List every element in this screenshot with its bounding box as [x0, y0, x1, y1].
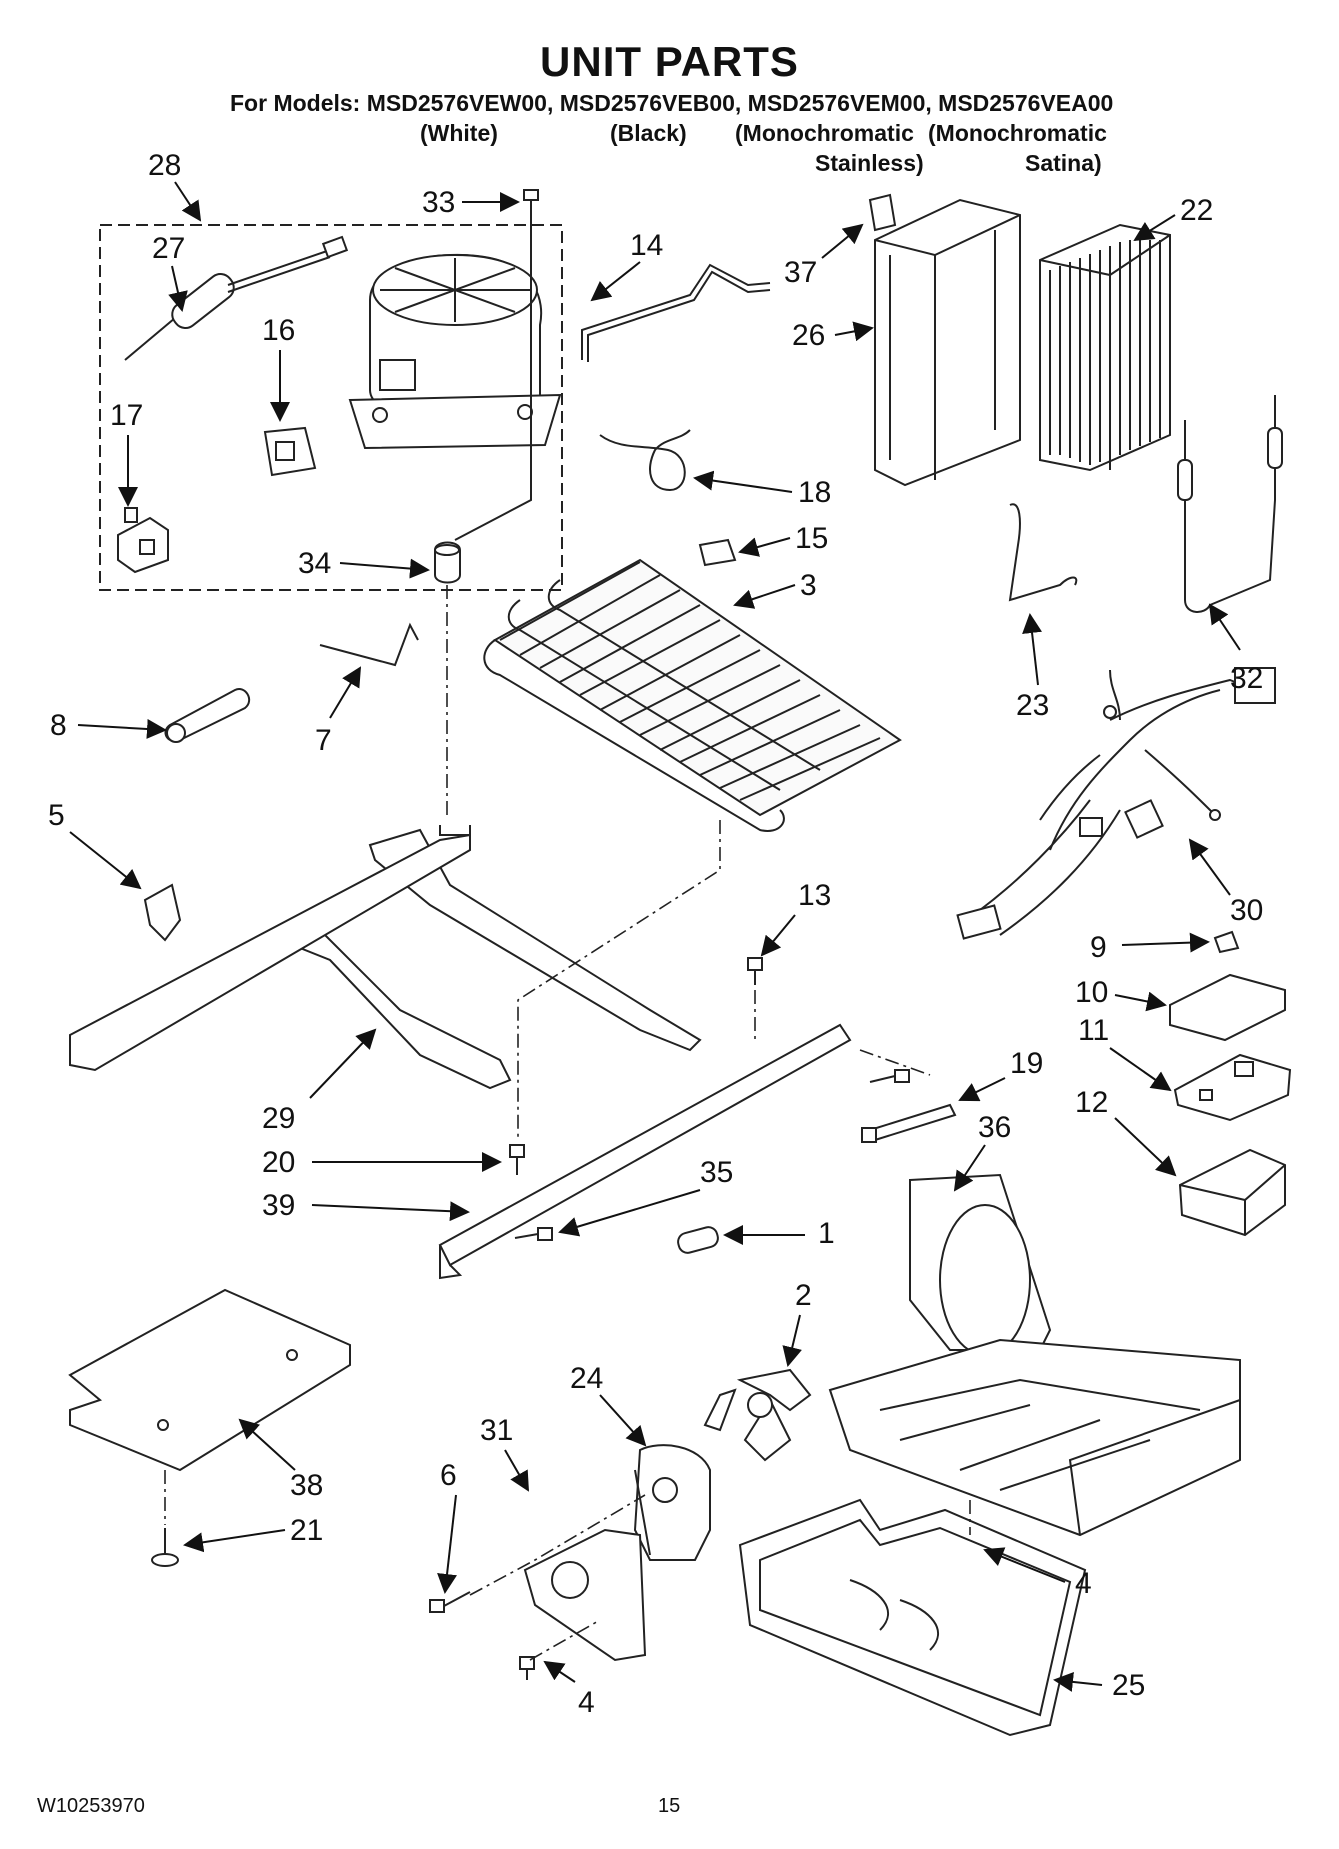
callout-9: 9 [1090, 931, 1107, 964]
compressor-lead-line [454, 225, 532, 541]
compartment-base-part [828, 1338, 1241, 1537]
callout-32: 32 [1230, 662, 1263, 695]
callout-33: 33 [422, 186, 455, 219]
screw-20-part [509, 1144, 525, 1175]
callout-5: 5 [48, 799, 65, 832]
tube-18-part [599, 429, 691, 492]
callout-30: 30 [1230, 894, 1263, 927]
clip-37-part [868, 193, 897, 232]
crossmember-frame-part [69, 825, 471, 1072]
rail-29-part [276, 828, 702, 1090]
callout-15: 15 [795, 522, 828, 555]
callout-27: 27 [152, 232, 185, 265]
callout-18: 18 [798, 476, 831, 509]
wire-7-part [319, 622, 419, 667]
grommet-1-part [677, 1226, 719, 1254]
variant-stainless-line2: Stainless) [815, 150, 924, 176]
tube-assembly-32-part [1177, 395, 1283, 613]
fan-motor-part [633, 1444, 711, 1561]
callout-2: 2 [795, 1279, 812, 1312]
variant-satina-line2: Satina) [1025, 150, 1102, 176]
callout-7: 7 [315, 724, 332, 757]
callout-29: 29 [262, 1102, 295, 1135]
control-box-part [1178, 1148, 1286, 1237]
document-number: W10253970 [37, 1795, 145, 1817]
callout-6: 6 [440, 1459, 457, 1492]
tube-14-part [581, 263, 771, 360]
control-board-part [1173, 1053, 1292, 1122]
callout-11: 11 [1078, 1014, 1109, 1047]
variant-black: (Black) [610, 120, 687, 146]
callout-3: 3 [800, 569, 817, 602]
callout-34: 34 [298, 547, 331, 580]
screw-frame-part [869, 1069, 910, 1083]
grommet-part [434, 541, 461, 584]
callout-36: 36 [978, 1111, 1011, 1144]
condenser-part [1039, 223, 1171, 472]
callout-22: 22 [1180, 194, 1213, 227]
callout-21: 21 [290, 1514, 323, 1547]
condenser-shroud-part [874, 198, 1021, 487]
callout-23: 23 [1016, 689, 1049, 722]
variant-white: (White) [420, 120, 498, 146]
callout-20: 20 [262, 1146, 295, 1179]
callout-38: 38 [290, 1469, 323, 1502]
evaporator-part [483, 558, 902, 832]
screw-33-part [523, 189, 539, 225]
callout-4-bottom: 4 [578, 1686, 595, 1719]
callout-17: 17 [110, 399, 143, 432]
callout-31: 31 [480, 1414, 513, 1447]
screw-35-part [514, 1227, 553, 1241]
callout-24: 24 [570, 1362, 603, 1395]
cable-tie-part [861, 1103, 957, 1143]
control-cover-part [1169, 973, 1286, 1042]
callout-28: 28 [148, 149, 181, 182]
fan-blade-part [703, 1368, 812, 1462]
insulation-tube-8-part [164, 688, 251, 743]
callout-13: 13 [798, 879, 831, 912]
insulation-pad-part [68, 1288, 351, 1472]
filter-drier-part [124, 235, 349, 361]
callout-4-right: 4 [1075, 1567, 1092, 1600]
motor-bracket-part [523, 1528, 647, 1662]
wire-harness-part [956, 667, 1276, 940]
clip-9-part [1213, 930, 1240, 954]
models-line: For Models: MSD2576VEW00, MSD2576VEB00, … [230, 90, 1114, 116]
callout-25: 25 [1112, 1669, 1145, 1702]
relay-part [263, 426, 317, 477]
callout-19: 19 [1010, 1047, 1043, 1080]
clip-15-part [698, 538, 737, 567]
front-frame-39-part [438, 1023, 852, 1280]
callout-39: 39 [262, 1189, 295, 1222]
wire-23-part [1008, 503, 1078, 602]
variant-stainless-line1: (Monochromatic [735, 120, 914, 146]
callout-14: 14 [630, 229, 663, 262]
callout-16: 16 [262, 314, 295, 347]
compressor [348, 253, 562, 450]
callout-12: 12 [1075, 1086, 1108, 1119]
callout-10: 10 [1075, 976, 1108, 1009]
overload-part [117, 507, 169, 574]
callout-26: 26 [792, 319, 825, 352]
page-number: 15 [658, 1795, 681, 1817]
screw-4-bottom-part [519, 1656, 535, 1680]
variant-satina-line1: (Monochromatic [928, 120, 1107, 146]
screw-13-part [747, 957, 763, 985]
fastener-21-part [151, 1528, 179, 1567]
callout-35: 35 [700, 1156, 733, 1189]
page-title: UNIT PARTS [540, 38, 799, 85]
drain-pan-part [738, 1498, 1087, 1737]
fan-shroud-36-part [909, 1173, 1052, 1356]
screw-6-part [429, 1591, 471, 1613]
callout-37: 37 [784, 256, 817, 289]
callout-8: 8 [50, 709, 67, 742]
callout-1: 1 [818, 1217, 835, 1250]
